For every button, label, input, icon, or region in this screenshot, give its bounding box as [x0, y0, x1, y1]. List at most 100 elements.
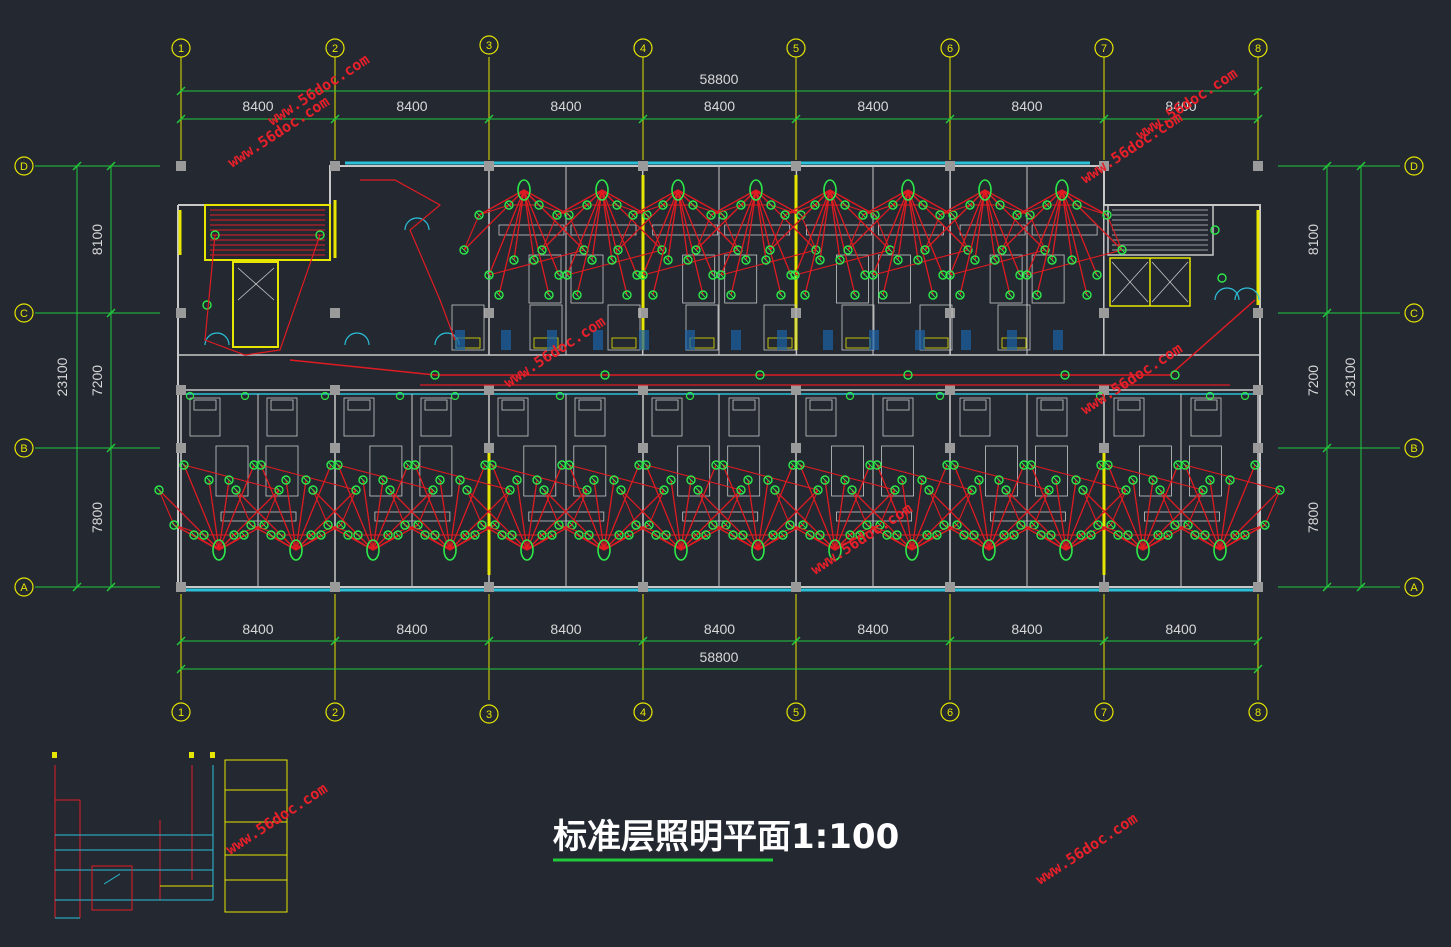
light-fixture-cross [766, 246, 774, 254]
wire-run [692, 204, 724, 216]
wire-run [1040, 534, 1067, 551]
watermark-text: www.56doc.com [1132, 64, 1240, 143]
stair-core-left [204, 204, 331, 261]
door-swing [404, 217, 430, 231]
light-fixture [686, 475, 696, 485]
light-fixture-cross [1174, 461, 1182, 469]
light-fixture [698, 290, 708, 300]
ceiling-lamp [671, 179, 685, 201]
wire-run [907, 189, 954, 216]
wire-run [646, 214, 663, 251]
light-fixture-cross [950, 461, 958, 469]
light-fixture [815, 530, 825, 540]
wire-run [680, 464, 717, 551]
furniture-bed [724, 254, 758, 304]
light-fixture [537, 245, 547, 255]
light-fixture [1205, 475, 1215, 485]
light-fixture [795, 460, 805, 470]
light-fixture [718, 460, 728, 470]
wire-run [635, 524, 667, 536]
light-fixture [1032, 290, 1042, 300]
light-fixture-cross [456, 476, 464, 484]
light-fixture-cross [232, 486, 240, 494]
corridor-light [185, 391, 195, 401]
wire-run [372, 479, 384, 551]
wire-run [770, 204, 802, 216]
furniture-bed [1189, 445, 1222, 497]
light-fixture [455, 475, 465, 485]
wire-run [834, 464, 871, 551]
wire-run [755, 189, 782, 296]
light-fixture-cross [610, 476, 618, 484]
structural-column [176, 582, 186, 592]
wire-run [829, 189, 856, 296]
wire-run [1033, 489, 1050, 526]
light-fixture [256, 460, 266, 470]
dimension-tick [1253, 86, 1263, 96]
light-fixture-cross [250, 461, 258, 469]
wire-run [645, 464, 682, 551]
light-fixture-cross [583, 201, 591, 209]
light-fixture-cross [729, 531, 737, 539]
light-fixture [624, 530, 634, 540]
light-fixture-cross [431, 531, 439, 539]
wire-run [387, 524, 419, 536]
wire-run [800, 214, 817, 251]
axis-bubble-label: A [1410, 582, 1418, 594]
dim-bottom-bay: 8400 [396, 621, 427, 637]
light-fixture [612, 200, 622, 210]
light-fixture [872, 460, 882, 470]
axis-bubble [171, 702, 191, 722]
light-fixture-cross [1006, 291, 1014, 299]
light-fixture [613, 245, 623, 255]
wire-run [652, 189, 679, 296]
wire-run [911, 479, 923, 551]
structural-column [945, 582, 955, 592]
wire-run [603, 479, 615, 551]
light-fixture-cross [1201, 531, 1209, 539]
light-fixture [890, 485, 900, 495]
light-fixture [383, 530, 393, 540]
light-fixture [154, 485, 164, 495]
wire-run [677, 189, 724, 216]
light-fixture [246, 520, 256, 530]
light-fixture-cross [1030, 521, 1038, 529]
light-fixture [1250, 460, 1260, 470]
axis-bubble [479, 704, 499, 724]
wire-run [834, 534, 861, 551]
bathtub [501, 399, 525, 411]
light-fixture-cross [1129, 476, 1137, 484]
light-fixture-cross [1118, 246, 1126, 254]
light-fixture [788, 460, 798, 470]
light-fixture [843, 245, 853, 255]
light-fixture-cross [767, 201, 775, 209]
wire-run [218, 534, 245, 551]
light-fixture-cross [781, 211, 789, 219]
light-fixture [1026, 460, 1036, 470]
axis-bubble-label: B [1410, 443, 1417, 455]
wire-run [494, 489, 511, 526]
axis-bubble [14, 156, 34, 176]
light-fixture-cross [660, 486, 668, 494]
corridor-light [1240, 391, 1250, 401]
furniture-bed [265, 445, 299, 497]
wire-run [757, 534, 784, 551]
dim-bottom-bay: 8400 [1011, 621, 1042, 637]
ceiling-lamp [1213, 539, 1227, 561]
wire-run [697, 489, 714, 526]
light-fixture-cross [563, 271, 571, 279]
light-fixture [990, 255, 1000, 265]
light-fixture [494, 290, 504, 300]
dim-bottom-bay: 8400 [704, 621, 735, 637]
dimension-labels: 5880058800840084008400840084008400840084… [54, 71, 1358, 665]
light-fixture [1103, 460, 1113, 470]
dimension-tick [1322, 582, 1332, 592]
wire-run [538, 204, 570, 216]
light-fixture-cross [190, 531, 198, 539]
wire-run [235, 489, 252, 526]
wire-run [463, 214, 480, 251]
wire-run [601, 189, 628, 296]
light-fixture-cross [1079, 486, 1087, 494]
axis-bubble-label: C [1410, 308, 1418, 320]
